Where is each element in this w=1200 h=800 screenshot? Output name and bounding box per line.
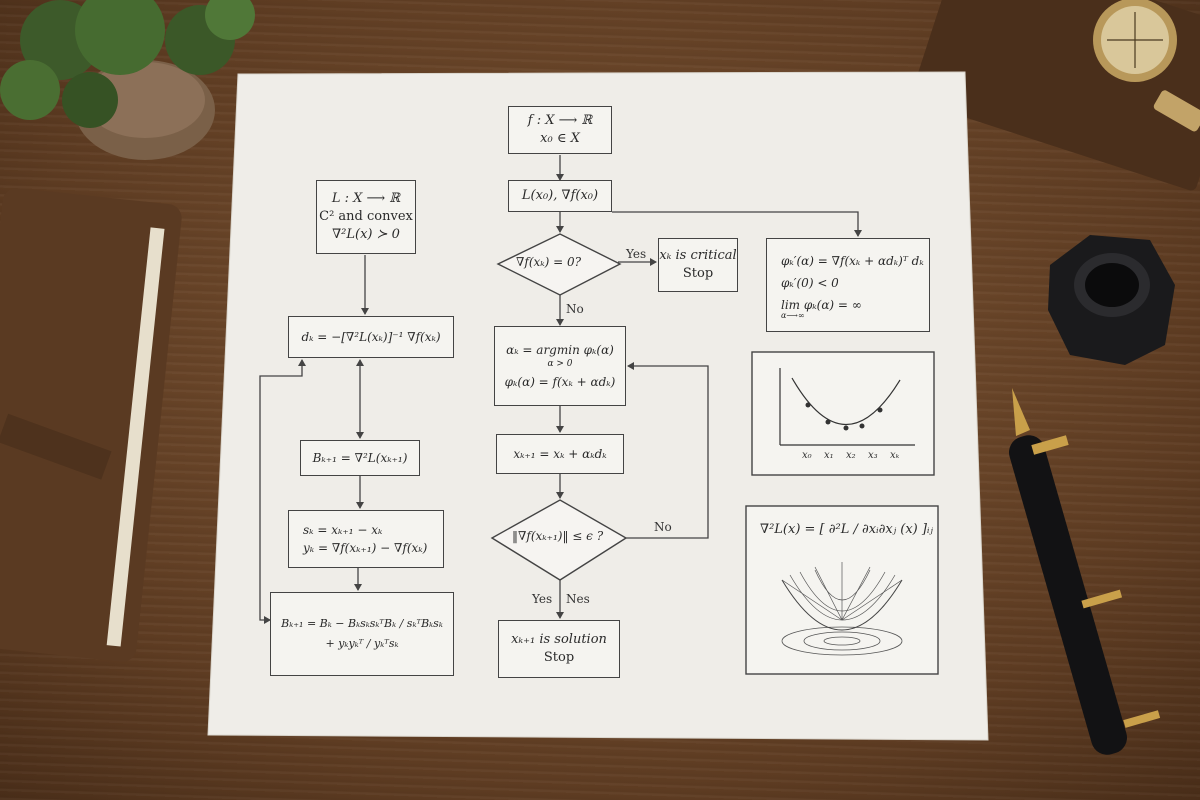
notebook-decoration	[0, 188, 182, 662]
line-search-box: αₖ = argmin φₖ(α) α > 0 φₖ(α) = f(xₖ + α…	[494, 326, 626, 406]
lhessian-assumption-box: L : X ⟶ ℝ C² and convex ∇²L(x) ≻ 0	[316, 180, 416, 254]
bfgs-update-box: Bₖ₊₁ = Bₖ − BₖsₖsₖᵀBₖ / sₖᵀBₖsₖ + yₖyₖᵀ …	[270, 592, 454, 676]
decision-gradient-tolerance: ‖∇f(xₖ₊₁)‖ ≤ ϵ ?	[512, 529, 604, 543]
solution-stop-box: xₖ₊₁ is solution Stop	[498, 620, 620, 678]
sy-line-1: sₖ = xₖ₊₁ − xₖ	[303, 523, 383, 537]
edge-label-yes-solution: Yes	[532, 592, 553, 606]
plot-tick-x1: x₁	[824, 450, 834, 461]
b-update-box: Bₖ₊₁ = ∇²L(xₖ₊₁)	[300, 440, 420, 476]
critical-line-2: Stop	[682, 266, 714, 281]
phi-line-3-sub: α⟶∞	[781, 311, 805, 320]
plant-decoration	[0, 0, 255, 160]
solution-line-1: xₖ₊₁ is solution	[511, 632, 607, 647]
lhess-line-2: C² and convex	[319, 209, 413, 224]
edge-label-yes-critical: Yes	[626, 247, 647, 261]
phi-properties-box: φₖ′(α) = ∇f(xₖ + αdₖ)ᵀ dₖ φₖ′(0) < 0 lim…	[766, 238, 930, 332]
hessian-definition: ∇²L(x) = [ ∂²L / ∂xᵢ∂xⱼ (x) ]ᵢⱼ	[760, 522, 933, 537]
sy-definition-box: sₖ = xₖ₊₁ − xₖ yₖ = ∇f(xₖ₊₁) − ∇f(xₖ)	[288, 510, 444, 568]
edge-label-no-loop: No	[654, 520, 672, 534]
plot-point	[859, 423, 865, 429]
decision-gradient-zero-shape	[496, 233, 622, 296]
argmin-line-2: φₖ(α) = f(xₖ + αdₖ)	[504, 375, 616, 389]
edge-label-no-continue: No	[566, 302, 584, 316]
bfgs-line-1: Bₖ₊₁ = Bₖ − BₖsₖsₖᵀBₖ / sₖᵀBₖsₖ	[281, 617, 443, 630]
start-line-2: x₀ ∈ X	[540, 131, 580, 146]
compass-decoration	[911, 0, 1200, 191]
bfgs-line-2: + yₖyₖᵀ / yₖᵀsₖ	[325, 637, 399, 650]
decision-gradient-tolerance-shape	[490, 499, 628, 581]
critical-line-1: xₖ is critical	[659, 248, 737, 263]
start-box: f : X ⟶ ℝ x₀ ∈ X	[508, 106, 612, 154]
lhess-line-3: ∇²L(x) ≻ 0	[332, 227, 400, 242]
arrowheads	[264, 174, 862, 624]
ink-bottle-decoration	[1048, 235, 1175, 365]
plot-tick-x0: x₀	[802, 450, 812, 461]
argmin-line-1: αₖ = argmin φₖ(α)	[506, 343, 614, 357]
edge-label-nes: Nes	[566, 592, 590, 606]
plot-point	[877, 407, 883, 413]
newton-direction-box: dₖ = −[∇²L(xₖ)]⁻¹ ∇f(xₖ)	[288, 316, 454, 358]
plot-tick-x2: x₂	[846, 450, 856, 461]
b-update-text: Bₖ₊₁ = ∇²L(xₖ₊₁)	[312, 451, 408, 465]
phi-line-3: lim φₖ(α) = ∞	[781, 298, 862, 312]
hessian-surface-figure	[745, 505, 939, 675]
plot-curve	[791, 377, 901, 426]
plot-point	[843, 425, 849, 431]
plot-point	[825, 419, 831, 425]
critical-stop-box: xₖ is critical Stop	[658, 238, 738, 292]
x-update-text: xₖ₊₁ = xₖ + αₖdₖ	[513, 447, 607, 461]
argmin-sub: α > 0	[547, 359, 573, 369]
lhess-line-1: L : X ⟶ ℝ	[331, 191, 401, 206]
init-box: L(x₀), ∇f(x₀)	[508, 180, 612, 212]
init-text: L(x₀), ∇f(x₀)	[521, 188, 599, 203]
solution-line-2: Stop	[543, 650, 575, 665]
plot-tick-xk: xₖ	[890, 450, 900, 461]
sy-line-2: yₖ = ∇f(xₖ₊₁) − ∇f(xₖ)	[303, 541, 428, 555]
plot-tick-x3: x₃	[868, 450, 878, 461]
phi-line-2: φₖ′(0) < 0	[781, 276, 839, 290]
fountain-pen-decoration	[1009, 388, 1161, 755]
flow-connectors	[259, 155, 859, 621]
start-line-1: f : X ⟶ ℝ	[527, 113, 593, 128]
newton-direction-text: dₖ = −[∇²L(xₖ)]⁻¹ ∇f(xₖ)	[301, 330, 441, 344]
convex-plot	[751, 351, 935, 476]
x-update-box: xₖ₊₁ = xₖ + αₖdₖ	[496, 434, 624, 474]
plot-point	[805, 402, 811, 408]
decision-gradient-zero: ∇f(xₖ) = 0?	[516, 255, 582, 269]
phi-line-1: φₖ′(α) = ∇f(xₖ + αdₖ)ᵀ dₖ	[781, 254, 924, 268]
